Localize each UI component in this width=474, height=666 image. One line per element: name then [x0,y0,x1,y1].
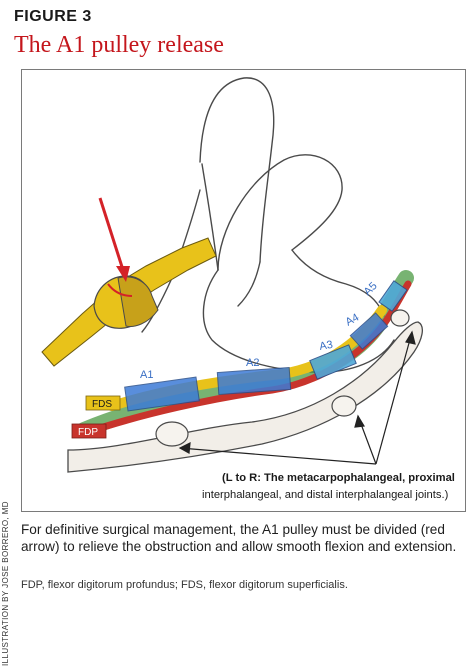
pulley-label-a2: A2 [246,357,259,369]
joints-note-line1: (L to R: The metacarpophalangeal, proxim… [222,472,455,484]
abbreviations: FDP, flexor digitorum profundus; FDS, fl… [21,579,348,591]
hand-sketch [141,77,395,373]
tendon-labels: FDS FDP [71,395,121,439]
illustration-credit-text: ILLUSTRATION BY JOSE BORRERO, MD [1,501,10,666]
joints-note: (L to R: The metacarpophalangeal, proxim… [202,472,455,501]
joints-note-line2: interphalangeal, and distal interphalang… [202,489,449,501]
figure-title: The A1 pulley release [14,32,224,58]
tendon-label-fdp: FDP [78,427,98,438]
pulley-labels: A1 A2 A3 A4 A5 [140,280,380,381]
figure-caption: For definitive surgical management, the … [21,522,457,554]
figure-label: FIGURE 3 [14,8,92,25]
pulley-label-a1: A1 [140,369,153,381]
a1-pulley-detail [41,237,217,367]
red-arrow [98,197,130,282]
illustration-frame: A1 A2 A3 A4 A5 FDS FDP (L to R: The meta… [21,69,466,512]
pulley-label-a5: A5 [362,280,380,298]
illustration: A1 A2 A3 A4 A5 FDS FDP (L to R: The meta… [41,77,455,501]
joint-pointers [178,330,416,465]
tendon-label-fds: FDS [92,399,112,410]
illustration-credit: ILLUSTRATION BY JOSE BORRERO, MD [1,501,15,666]
finger-section [67,270,424,473]
pulley-label-a3: A3 [318,339,333,353]
pulley-label-a4: A4 [344,311,362,328]
